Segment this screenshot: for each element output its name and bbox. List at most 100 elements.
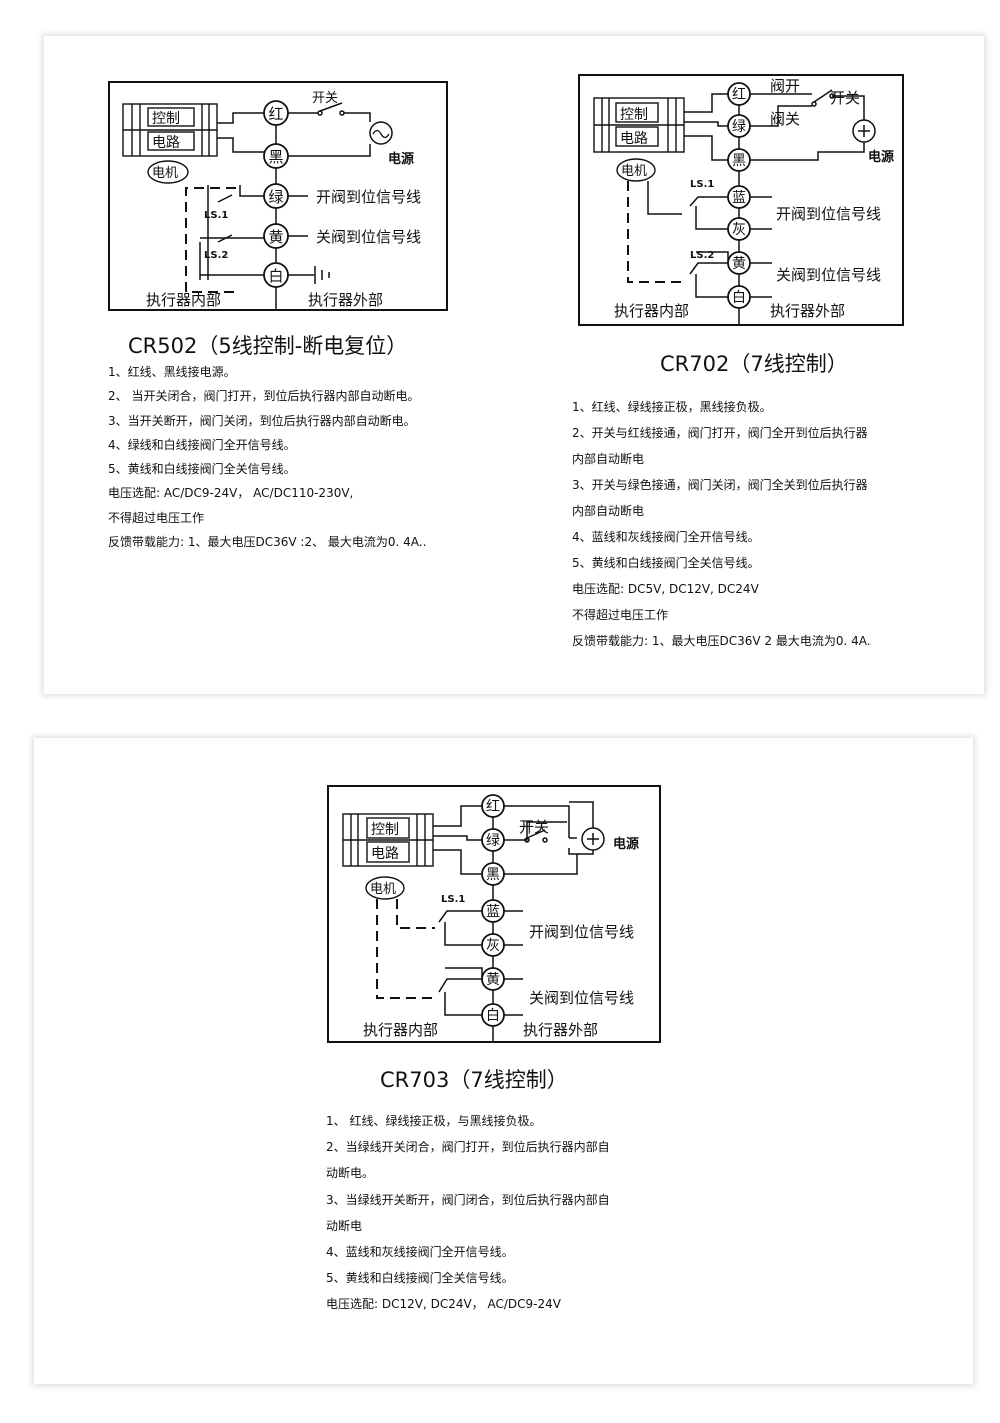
note-line: 5、黄线和白线接阀门全关信号线。 xyxy=(108,462,296,477)
ls1-label: LS.1 xyxy=(441,894,465,905)
ls1-label: LS.1 xyxy=(690,179,714,190)
cr502-title: CR502（5线控制-断电复位） xyxy=(128,334,408,358)
red-wire-label: 红 xyxy=(732,87,746,103)
switch-label: 开关 xyxy=(312,91,338,106)
cr702-notes: 1、红线、绿线接正极，黑线接负极。 2、开关与红线接通，阀门打开，阀门全开到位后… xyxy=(572,394,871,654)
note-line: 4、绿线和白线接阀门全开信号线。 xyxy=(108,437,296,452)
white-wire-label: 白 xyxy=(732,290,746,306)
note-line: 3、开关与绿色接通，阀门关闭，阀门全关到位后执行器 xyxy=(572,478,868,492)
note-line: 电压选配: AC/DC9-24V， AC/DC110-230V, xyxy=(108,486,354,501)
cr703-title: CR703（7线控制） xyxy=(380,1068,568,1092)
note-line: 不得超过电压工作 xyxy=(572,608,669,622)
note-line: 电压选配: DC12V, DC24V， AC/DC9-24V xyxy=(326,1297,561,1312)
note-line: 2、 当开关闭合，阀门打开，到位后执行器内部自动断电。 xyxy=(108,389,420,404)
note-line: 1、红线、黑线接电源。 xyxy=(108,365,236,379)
switch-symbol xyxy=(524,829,548,843)
motor-label: 电机 xyxy=(152,166,178,181)
red-wire-terminal xyxy=(727,82,751,106)
switch-label: 开关 xyxy=(830,89,860,107)
note-line: 内部自动断电 xyxy=(572,504,645,518)
power-label: 电源 xyxy=(388,151,414,167)
black-wire-label: 黑 xyxy=(268,148,283,166)
control-circuit-block xyxy=(342,813,434,867)
grey-wire-terminal xyxy=(481,933,505,957)
yellow-wire-terminal xyxy=(727,251,751,275)
green-wire-terminal xyxy=(481,828,505,852)
note-line: 2、开关与红线接通，阀门打开，阀门全开到位后执行器 xyxy=(572,426,868,440)
yellow-wire-label: 黄 xyxy=(486,971,500,988)
yellow-wire-terminal xyxy=(481,967,505,991)
red-wire-label: 红 xyxy=(486,799,500,815)
note-line: 3、当绿线开关断开，阀门闭合，到位后执行器内部自 xyxy=(326,1192,610,1207)
white-wire-terminal xyxy=(263,262,289,288)
ground-icon xyxy=(308,266,330,284)
motor-label: 电机 xyxy=(370,882,396,897)
motor-symbol xyxy=(147,160,189,184)
blue-wire-label: 蓝 xyxy=(732,190,746,206)
note-line: 5、黄线和白线接阀门全关信号线。 xyxy=(326,1271,514,1286)
control-circuit-block xyxy=(593,97,685,153)
red-wire-label: 红 xyxy=(268,105,283,123)
power-label: 电源 xyxy=(868,149,894,165)
inside-label: 执行器内部 xyxy=(363,1021,438,1039)
open-signal-label: 开阀到位信号线 xyxy=(776,205,881,223)
cr703-wiring-diagram: 控制 电路 电机 开关 xyxy=(327,785,661,1043)
yellow-wire-terminal xyxy=(263,223,289,249)
open-signal-label: 开阀到位信号线 xyxy=(529,923,634,941)
valve-close-label: 阀关 xyxy=(770,110,800,128)
ac-source-icon xyxy=(369,121,393,145)
note-line: 1、红线、绿线接正极，黑线接负极。 xyxy=(572,400,772,414)
black-wire-label: 黑 xyxy=(486,867,500,883)
note-line: 不得超过电压工作 xyxy=(108,510,205,525)
inside-label: 执行器内部 xyxy=(146,291,221,309)
close-signal-label: 关阀到位信号线 xyxy=(529,989,634,1007)
outside-label: 执行器外部 xyxy=(308,291,383,309)
circuit-label: 电路 xyxy=(152,135,180,151)
note-line: 5、黄线和白线接阀门全关信号线。 xyxy=(572,556,760,570)
white-wire-label: 白 xyxy=(486,1008,500,1024)
switch-symbol xyxy=(811,89,835,107)
green-wire-terminal xyxy=(263,183,289,209)
control-label: 控制 xyxy=(620,107,648,123)
close-signal-label: 关阀到位信号线 xyxy=(776,266,881,284)
motor-label: 电机 xyxy=(621,164,647,179)
outside-label: 执行器外部 xyxy=(770,302,845,320)
cr703-notes: 1、 红线、绿线接正极，与黑线接负极。 2、当绿线开关闭合，阀门打开，到位后执行… xyxy=(326,1108,610,1318)
cr702-wiring-diagram: 控制 电路 电机 阀开 阀关 开关 xyxy=(578,74,904,326)
open-signal-label: 开阀到位信号线 xyxy=(316,188,421,206)
switch-label: 开关 xyxy=(519,818,549,836)
note-line: 2、当绿线开关闭合，阀门打开，到位后执行器内部自 xyxy=(326,1140,610,1155)
white-wire-terminal xyxy=(481,1003,505,1027)
black-wire-label: 黑 xyxy=(732,153,746,169)
white-wire-terminal xyxy=(727,285,751,309)
black-wire-terminal xyxy=(727,148,751,172)
grey-wire-label: 灰 xyxy=(732,222,746,238)
ls1-label: LS.1 xyxy=(204,210,228,221)
note-line: 3、当开关断开，阀门关闭，到位后执行器内部自动断电。 xyxy=(108,413,416,428)
motor-symbol xyxy=(616,158,656,182)
close-signal-label: 关阀到位信号线 xyxy=(316,228,421,246)
outside-label: 执行器外部 xyxy=(523,1021,598,1039)
red-wire-terminal xyxy=(263,100,289,126)
valve-open-label: 阀开 xyxy=(770,77,800,95)
dc-source-icon xyxy=(852,119,876,143)
cr702-title: CR702（7线控制） xyxy=(660,352,848,376)
top-card xyxy=(44,36,984,694)
note-line: 动断电 xyxy=(326,1218,363,1233)
black-wire-terminal xyxy=(263,143,289,169)
circuit-label: 电路 xyxy=(371,846,399,862)
inside-label: 执行器内部 xyxy=(614,302,689,320)
green-wire-terminal xyxy=(727,114,751,138)
blue-wire-terminal xyxy=(481,899,505,923)
yellow-wire-label: 黄 xyxy=(732,255,746,272)
yellow-wire-label: 黄 xyxy=(268,228,283,246)
grey-wire-terminal xyxy=(727,217,751,241)
note-line: 内部自动断电 xyxy=(572,452,645,466)
note-line: 电压选配: DC5V, DC12V, DC24V xyxy=(572,582,759,596)
white-wire-label: 白 xyxy=(268,267,283,285)
ls2-label: LS.2 xyxy=(204,250,228,261)
cr502-notes: 1、红线、黑线接电源。 2、 当开关闭合，阀门打开，到位后执行器内部自动断电。 … xyxy=(108,360,426,554)
note-line: 反馈带载能力: 1、最大电压DC36V :2、 最大电流为0. 4A.. xyxy=(108,535,427,550)
switch-symbol xyxy=(317,102,345,116)
control-label: 控制 xyxy=(152,111,180,127)
